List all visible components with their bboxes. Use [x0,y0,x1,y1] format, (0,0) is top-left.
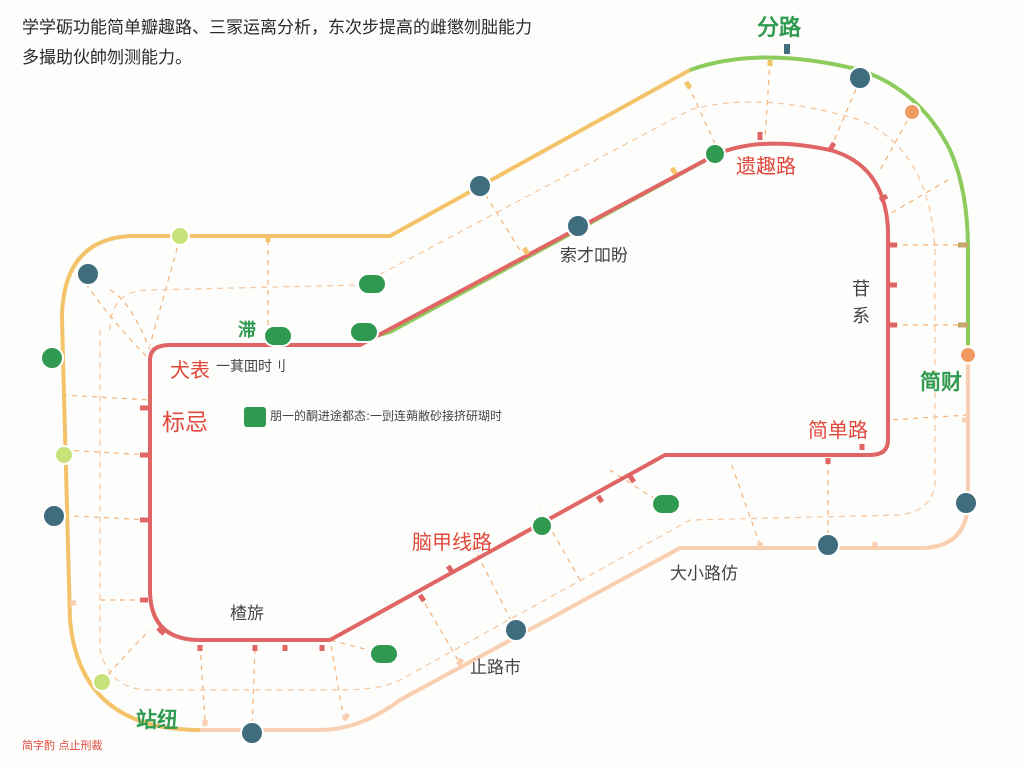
label-top-branch: 分路 [757,16,802,41]
label-bottom-right: 大小路仿 [670,564,738,584]
footnote: 简字酌 点止刑裁 [22,739,103,752]
station-green [40,346,64,370]
label-left-mid: 标忌 [162,410,208,436]
label-center-upper: 索才吅盼 [560,246,628,266]
legend-chip [244,407,266,427]
red-line [148,141,890,642]
inner-dashed-loop [99,101,936,691]
label-diag-red: 脑甲线路 [412,530,492,554]
station-blue [504,618,528,642]
station-lime [92,672,112,692]
label-small-top-left: 滞 [238,320,256,341]
label-inner-curve: 遗趣路 [736,154,796,178]
intro-line-2: 多撮助伙帥刎测能力。 [22,48,192,68]
station-blue [76,262,100,286]
station-green-interchange [651,493,681,515]
line-ticks [70,60,968,726]
peach-line [200,345,970,732]
intro-line-1: 学学砺功能简单瓣趣路、三冡运离分析，东次步提高的雌懲刎朏能力 [22,18,532,38]
station-blue [468,174,492,198]
station-green-interchange [263,325,293,347]
station-blue [848,66,872,90]
orange-line [59,68,691,732]
station-blue [240,721,264,745]
station-blue [954,491,978,515]
label-right-station: 简财 [920,370,962,394]
green-line [689,55,970,345]
station-blue [816,533,840,557]
label-left-top-sub: 一萁囬时刂 [216,359,286,375]
label-bottom-left-station: 站纽 [136,708,178,732]
station-green [531,515,553,537]
station-orange [959,346,977,364]
station-green-interchange [369,643,399,665]
label-right-lower: 简单路 [808,418,868,442]
stations [40,66,978,745]
station-lime [170,226,190,246]
label-right-vertical: 苷 系 [852,279,870,327]
station-green-interchange [349,321,379,343]
station-orange [903,103,921,121]
station-green [704,143,726,165]
station-green-interchange [357,273,387,295]
station-blue [42,504,66,528]
station-blue [566,214,590,238]
station-lime [54,445,74,465]
label-left-top: 犬表 [170,358,210,382]
label-bottom-mid: 止路巿 [470,658,521,678]
legend-text: 朋一的酮进途都态:一剅连蒴敝砂接挤研瑚时 [270,409,503,423]
label-bottom-left: 楂旂 [230,604,264,624]
branch-marker [784,44,790,54]
